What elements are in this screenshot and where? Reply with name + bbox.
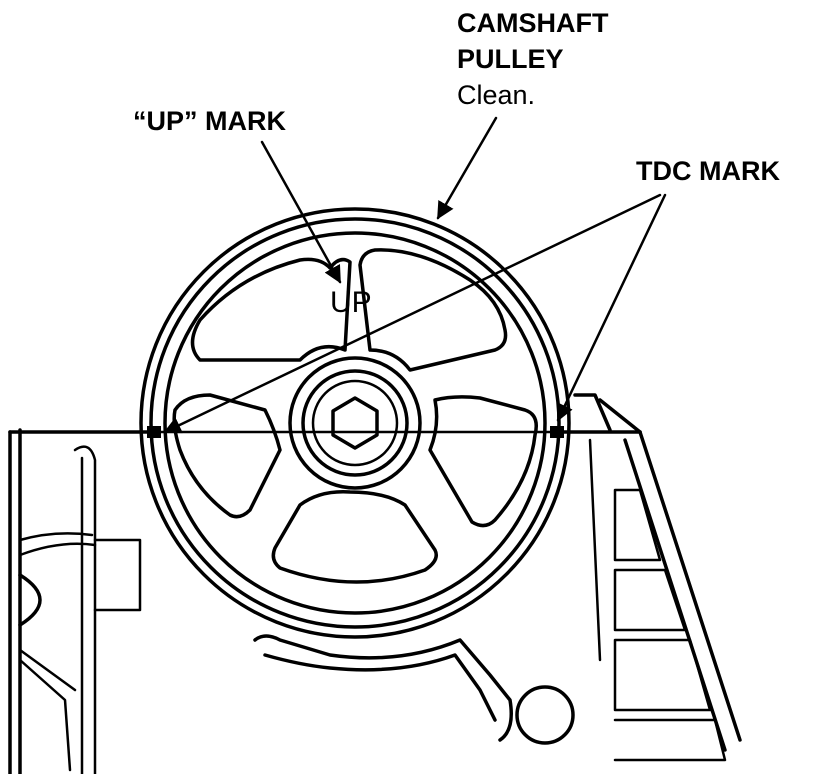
lower-cover bbox=[253, 634, 575, 745]
spoke-opening-5 bbox=[172, 393, 282, 519]
arrow-tdc-left bbox=[163, 193, 662, 434]
bolt-hole bbox=[515, 685, 575, 745]
spoke-opening-2 bbox=[358, 248, 508, 372]
arrow-camshaft-pulley bbox=[436, 116, 498, 220]
label-camshaft-note: Clean. bbox=[457, 80, 535, 110]
label-camshaft-pulley: CAMSHAFT PULLEY Clean. bbox=[457, 8, 609, 110]
label-camshaft-line2: PULLEY bbox=[457, 44, 564, 74]
pulley-up-text: UP bbox=[330, 286, 372, 319]
cylinder-head-left bbox=[8, 428, 152, 774]
arrow-up-mark bbox=[260, 140, 342, 284]
label-camshaft-line1: CAMSHAFT bbox=[457, 8, 609, 38]
spoke-opening-3 bbox=[428, 395, 538, 528]
cylinder-head-right bbox=[558, 393, 742, 762]
hex-bolt bbox=[331, 396, 379, 450]
pulley-hub bbox=[288, 356, 422, 490]
label-tdc-mark: TDC MARK bbox=[636, 156, 780, 186]
label-up-mark: “UP” MARK bbox=[133, 106, 286, 136]
camshaft-pulley: UP bbox=[139, 207, 571, 639]
spoke-opening-1 bbox=[190, 257, 352, 362]
spoke-opening-4 bbox=[271, 490, 438, 584]
arrow-tdc-right bbox=[556, 193, 667, 422]
